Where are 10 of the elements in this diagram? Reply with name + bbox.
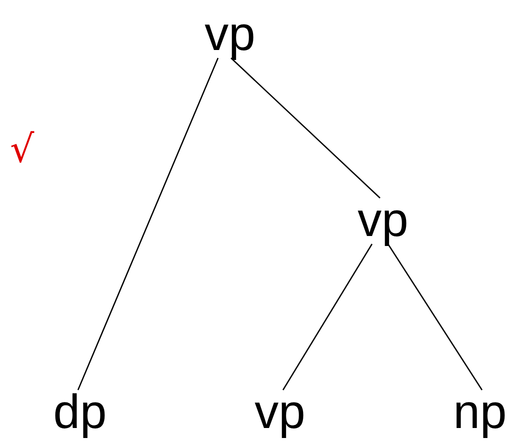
tree-branch-line	[230, 58, 380, 198]
tree-node-label: vp	[192, 12, 268, 58]
tree-branch-line	[282, 244, 373, 390]
tree-branch-line	[387, 244, 483, 390]
tree-node-label: np	[442, 390, 513, 436]
tree-node-label: vp	[242, 390, 318, 436]
check-mark: √	[10, 130, 34, 168]
tree-branch-line	[77, 58, 219, 390]
tree-node-label: vp	[345, 198, 421, 244]
tree-node-label: dp	[42, 390, 118, 436]
